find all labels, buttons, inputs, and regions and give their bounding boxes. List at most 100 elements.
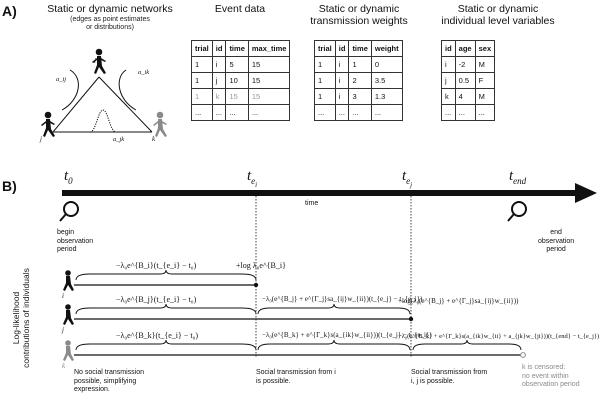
table-cell: 0 (370, 56, 403, 73)
formula-j1: −λ₀e^{B_j}(t_{e_i} − t₀) (116, 295, 197, 304)
formula-j2: −λ₀(e^{B_j} + e^{Γ_j}sa_{ij}w_{ii})(t_{e… (262, 295, 423, 303)
tend-label: tend (509, 168, 527, 186)
timeline-j (74, 316, 414, 322)
formula-k2: −λ₀(e^{B_k} + e^{Γ_k}s(a_{ik}w_{ii}))(t_… (262, 331, 432, 339)
formula-i1: −λ₀e^{B_i}(t_{e_i} − t₀) (116, 261, 197, 270)
table-cell: 15 (247, 56, 291, 73)
table-cell: 5 (225, 56, 249, 73)
table-cell: ... (348, 104, 372, 121)
panel-a-label: A) (2, 3, 17, 19)
node-i-label: i (94, 57, 96, 65)
begin-observation-label: begin observation period (57, 229, 94, 253)
table-header: trial (314, 40, 336, 57)
table-cell: k (211, 88, 227, 105)
network-diagram (52, 69, 153, 133)
edge-ij-label: a_ij (56, 76, 67, 83)
table-cell: j (441, 72, 456, 89)
table-cell: -2 (454, 56, 476, 73)
table-cell: 3.5 (370, 72, 403, 89)
formula-j3: +log(λ₀(e^{B_j} + e^{Γ_j}sa_{ij}w_{ii})) (398, 297, 519, 305)
table-cell: 1.3 (370, 88, 403, 105)
row-j-label: j (62, 326, 64, 334)
table-cell: k (441, 88, 456, 105)
brace-k3 (412, 339, 522, 351)
table-cell: ... (211, 104, 227, 121)
table-cell: i (441, 56, 456, 73)
brace-j1 (75, 303, 257, 315)
table-header: sex (474, 40, 496, 57)
walker-icon (63, 340, 74, 361)
table-cell: i (334, 72, 350, 89)
table-cell: 15 (247, 88, 291, 105)
table-cell: 15 (225, 88, 249, 105)
distribution-jk (89, 109, 117, 133)
axis-label: time (305, 200, 319, 207)
note-censored: k is censored: no event within observati… (522, 364, 580, 388)
table-row: ............ (314, 104, 403, 121)
table-cell: i (211, 56, 227, 73)
distribution-ik (118, 69, 137, 111)
table-cell: F (474, 72, 496, 89)
table-cell: j (211, 72, 227, 89)
event-data-title: Event data (214, 3, 266, 15)
tej-label: tej (402, 168, 413, 189)
weights-title: Static or dynamic transmission weights (310, 3, 408, 27)
table-cell: i (334, 56, 350, 73)
walker-icon (41, 111, 55, 137)
t0-label: t0 (64, 168, 73, 186)
table-cell: ... (314, 104, 336, 121)
table-cell: 1 (314, 72, 336, 89)
edge-ik-line (98, 76, 153, 133)
formula-i2: +log λ₀e^{B_i} (236, 261, 286, 270)
magnifier-icon (59, 201, 79, 222)
table-header: weight (370, 40, 403, 57)
table-row: ......... (441, 104, 496, 121)
walker-icon (153, 111, 167, 137)
table-cell: 1 (191, 72, 213, 89)
table-cell: ... (225, 104, 249, 121)
table-cell: 1 (191, 56, 213, 73)
table-cell: M (474, 88, 496, 105)
table-cell: ... (441, 104, 456, 121)
table-cell: M (474, 56, 496, 73)
network-subtitle: (edges as point estimates or distributio… (70, 16, 150, 31)
brace-i1 (75, 269, 257, 281)
edge-ik-label: a_ik (138, 69, 150, 76)
indiv-title: Static or dynamic individual level varia… (441, 3, 555, 27)
table-header: id (211, 40, 227, 57)
brace-j2 (257, 303, 411, 315)
y-axis-label: Log-likelihood contributions of individu… (11, 268, 31, 368)
table-cell: ... (370, 104, 403, 121)
tei-label: tei (247, 168, 258, 189)
row-i-label: i (62, 292, 64, 300)
note-transmission-ij: Social transmission from i, j is possibl… (411, 369, 488, 385)
time-axis (62, 183, 597, 203)
end-observation-label: end observation period (538, 229, 575, 253)
table-cell: 1 (348, 56, 372, 73)
timeline-k (74, 352, 526, 358)
table-cell: ... (474, 104, 496, 121)
network-title: Static or dynamic networks (47, 3, 173, 15)
formula-k3: −λ₀(e^{B_k} + e^{Γ_k}s(a_{ik}w_{ii} + a_… (398, 333, 600, 340)
table-cell: ... (247, 104, 291, 121)
table-cell: ... (334, 104, 350, 121)
table-header: time (225, 40, 249, 57)
walker-icon (63, 304, 74, 325)
table-cell: 3 (348, 88, 372, 105)
magnifier-icon (507, 201, 527, 222)
table-cell: 4 (454, 88, 476, 105)
table-cell: i (334, 88, 350, 105)
distribution-ij (61, 69, 79, 111)
node-k-label: k (152, 135, 156, 143)
table-cell: 1 (314, 88, 336, 105)
